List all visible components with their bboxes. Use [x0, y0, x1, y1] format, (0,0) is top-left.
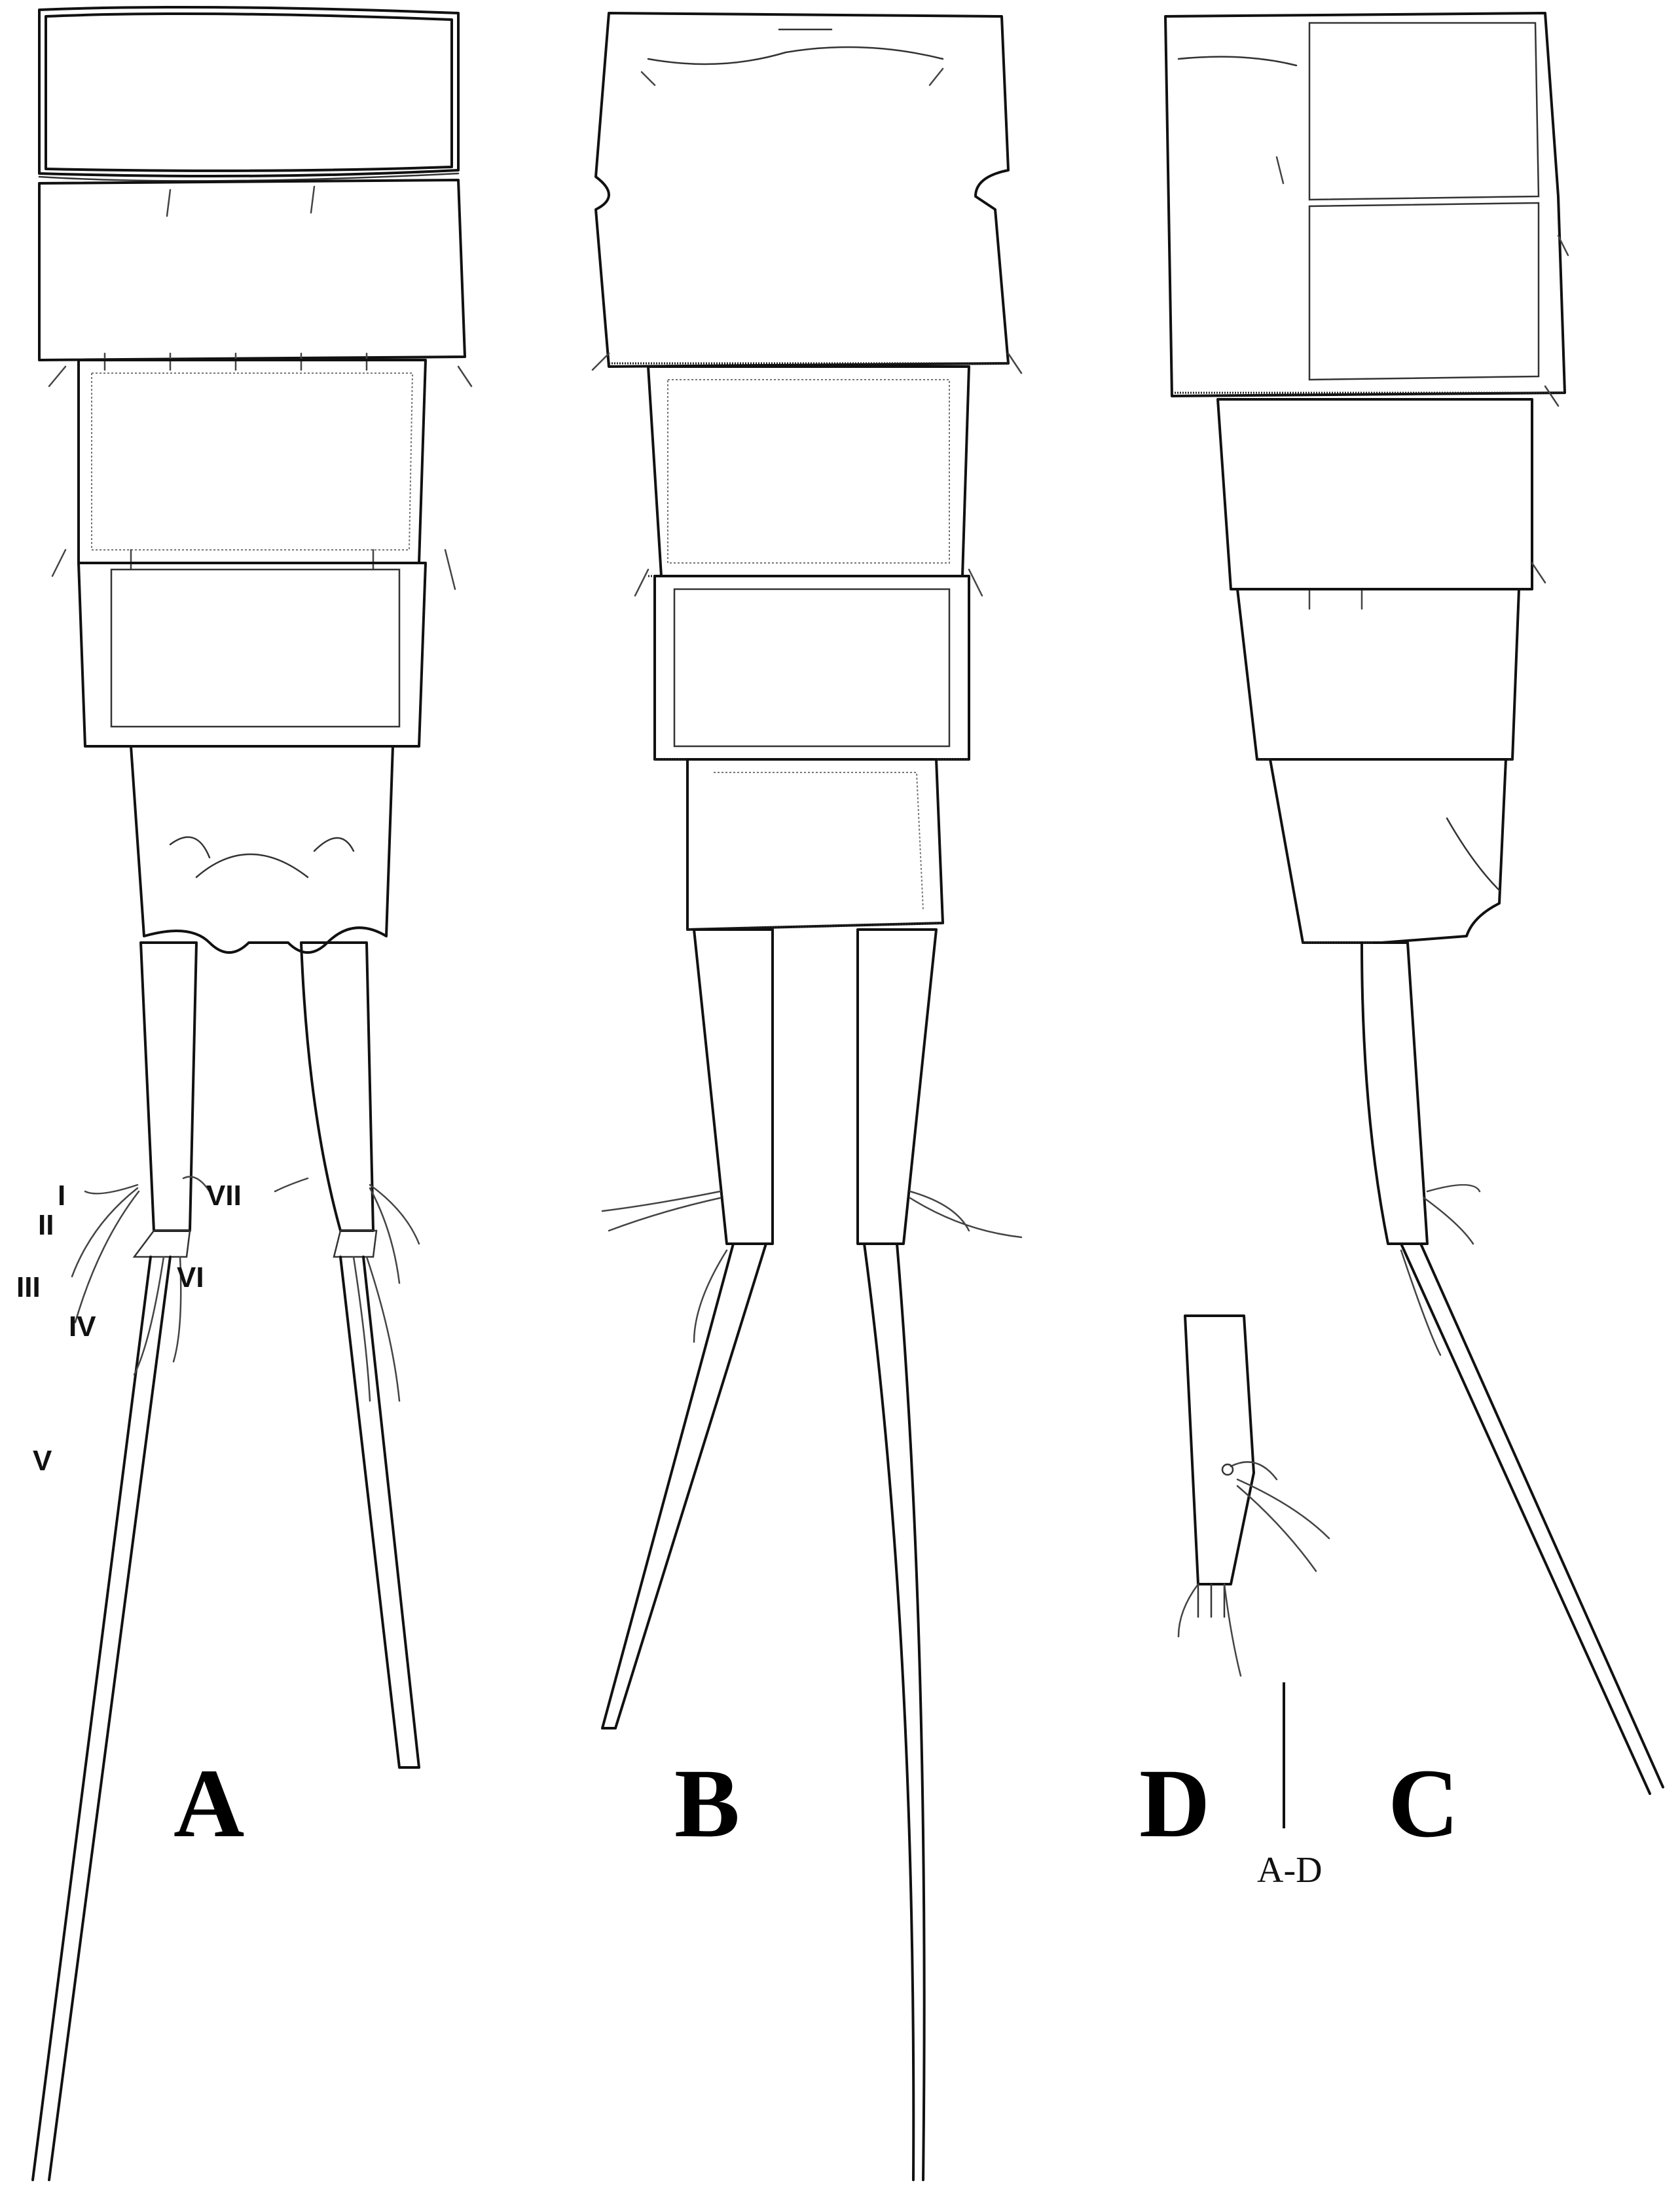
panel-d-drawing	[1177, 1314, 1330, 1677]
panel-a-right-caudal-ramus	[300, 941, 374, 1232]
panel-b-drawing	[591, 12, 1023, 2181]
panel-a-segment-4	[77, 562, 427, 748]
panel-c-anal-segment	[1269, 758, 1507, 944]
panel-a-anal-segment	[130, 745, 394, 954]
seta-label-i: I	[58, 1180, 66, 1212]
seta-label-v: V	[33, 1445, 52, 1477]
seta-label-ii: II	[38, 1209, 54, 1241]
panel-a-left-caudal-ramus	[139, 941, 198, 1232]
panel-b-segment-1	[594, 12, 1010, 368]
panel-c-caudal-ramus	[1360, 941, 1429, 1245]
panel-label-d: D	[1139, 1749, 1211, 1858]
panel-a-right-terminal-seta	[339, 1256, 420, 1769]
panel-label-a: A	[173, 1749, 245, 1858]
panel-d-caudal-ramus	[1184, 1314, 1255, 1585]
panel-c-terminal-seta	[1400, 1242, 1664, 1795]
panel-a-segment-3	[77, 359, 427, 564]
seta-label-vii: VII	[206, 1180, 242, 1212]
panel-a-terminal-seta-v	[31, 1256, 172, 2181]
panel-b-segment-2	[647, 365, 970, 577]
panel-c-segment-2	[1216, 398, 1533, 590]
panel-b-anal-segment	[686, 758, 944, 931]
panel-label-b: B	[674, 1749, 740, 1858]
panel-b-left-terminal-seta	[601, 1242, 767, 1729]
panel-b-right-caudal-ramus	[856, 928, 938, 1245]
seta-label-iii: III	[16, 1271, 41, 1303]
panel-c-drawing	[1164, 12, 1664, 1795]
panel-b-left-caudal-ramus	[693, 928, 774, 1245]
panel-c-segment-1	[1164, 12, 1566, 397]
seta-label-iv: IV	[69, 1311, 96, 1343]
panel-d-pore	[1221, 1463, 1234, 1476]
seta-label-vi: VI	[177, 1261, 204, 1294]
panel-c-segment-3	[1236, 588, 1520, 761]
scale-bar-label: A-D	[1257, 1850, 1323, 1891]
panel-a-drawing	[31, 6, 473, 2181]
panel-a-segment-1	[38, 6, 460, 177]
panel-b-segment-3	[653, 575, 970, 761]
panel-b-right-terminal-seta	[863, 1242, 926, 2181]
panel-label-c: C	[1388, 1749, 1459, 1858]
panel-a-segment-2	[38, 179, 466, 361]
